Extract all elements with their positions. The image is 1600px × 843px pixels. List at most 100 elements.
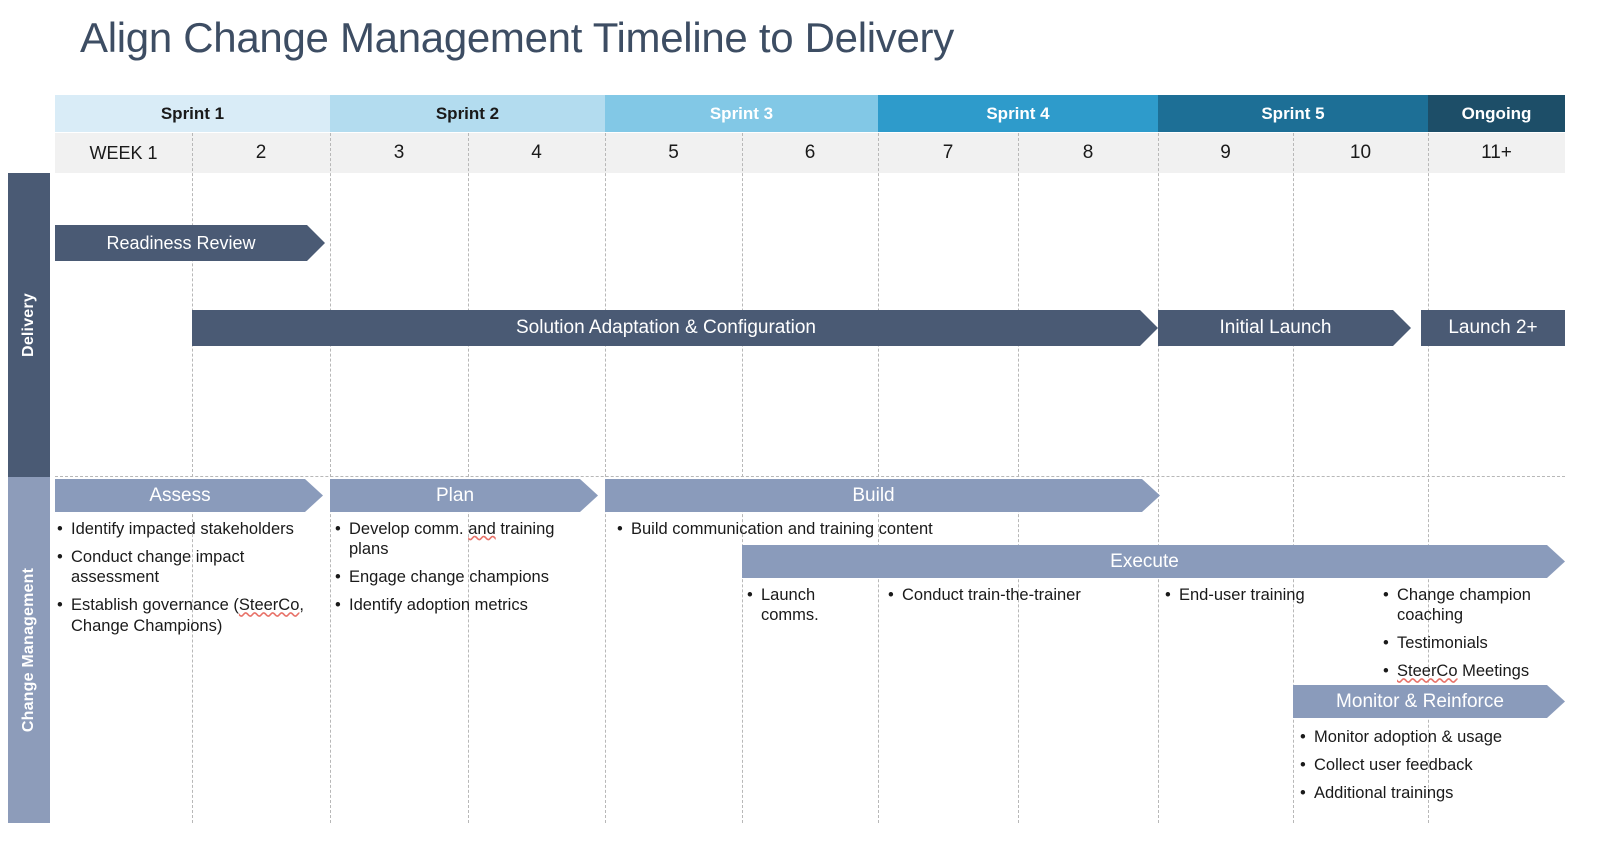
lane-label-delivery: Delivery xyxy=(8,173,50,477)
execute-bullets-trainer: Conduct train-the-trainer xyxy=(888,585,1168,613)
list-item: Additional trainings xyxy=(1300,783,1590,803)
timeline-bar-label: Solution Adaptation & Configuration xyxy=(516,317,816,338)
misspelled-word: SteerCo xyxy=(238,596,300,615)
sprint-header-cell: Ongoing xyxy=(1428,95,1565,132)
build-bullets: Build communication and training content xyxy=(617,519,1162,547)
timeline-bar-label: Monitor & Reinforce xyxy=(1336,690,1504,712)
timeline-bar[interactable]: Readiness Review xyxy=(55,225,325,261)
list-item-text: Establish governance ( xyxy=(71,596,239,615)
list-item: Launch comms. xyxy=(747,585,875,625)
list-item-text: Engage change champions xyxy=(349,568,549,587)
week-header-cell: WEEK 1 xyxy=(89,142,158,163)
lane-label-change-management: Change Management xyxy=(8,477,50,823)
list-item: SteerCo Meetings xyxy=(1383,661,1588,681)
list-item: Identify impacted stakeholders xyxy=(57,519,322,539)
list-item: End-user training xyxy=(1165,585,1415,605)
list-item: Develop comm. and training plans xyxy=(335,519,597,559)
list-item: Establish governance (SteerCo, Change Ch… xyxy=(57,595,322,635)
gridline xyxy=(192,133,193,823)
timeline-bar-label: Launch 2+ xyxy=(1448,317,1538,338)
list-item-text: Meetings xyxy=(1457,662,1530,681)
week-header-cell: 7 xyxy=(942,142,954,163)
week-header-cell: 11+ xyxy=(1481,142,1512,163)
list-item: Change champion coaching xyxy=(1383,585,1588,625)
list-item-text: Monitor adoption & usage xyxy=(1314,728,1503,746)
sprint-header-cell: Sprint 1 xyxy=(55,95,330,132)
timeline-bar-label: Assess xyxy=(149,484,211,506)
list-item-text: training plans xyxy=(349,520,555,559)
execute-bullets-champion: Change champion coachingTestimonialsStee… xyxy=(1383,585,1588,690)
timeline-bar[interactable]: Plan xyxy=(330,479,598,512)
execute-bullets-launch: Launch comms. xyxy=(747,585,875,633)
gridline xyxy=(1018,133,1019,823)
sprint-header-cell: Sprint 3 xyxy=(605,95,878,132)
plan-bullets: Develop comm. and training plansEngage c… xyxy=(335,519,597,624)
timeline-bar-label: Plan xyxy=(435,484,475,506)
list-item: Conduct train-the-trainer xyxy=(888,585,1168,605)
timeline-bar-label: Build xyxy=(852,484,895,506)
list-item-text: Identify impacted stakeholders xyxy=(71,520,294,538)
list-item-text: Launch comms. xyxy=(761,586,819,625)
timeline-bar[interactable]: Monitor & Reinforce xyxy=(1293,685,1565,718)
gridline xyxy=(1293,133,1294,823)
gridline xyxy=(605,133,606,823)
lane-divider xyxy=(55,476,1565,477)
gridline xyxy=(330,133,331,823)
timeline-bar-label: Execute xyxy=(1110,550,1179,572)
list-item-text: Conduct train-the-trainer xyxy=(902,586,1081,604)
week-header-cell: 3 xyxy=(393,142,405,163)
timeline-bar[interactable]: Assess xyxy=(55,479,323,512)
list-item-text: End-user training xyxy=(1179,586,1305,604)
page-title: Align Change Management Timeline to Deli… xyxy=(80,14,954,61)
list-item: Identify adoption metrics xyxy=(335,595,597,615)
week-header-cell: 2 xyxy=(255,142,267,163)
list-item-text: Build communication and training content xyxy=(631,520,933,538)
gridline xyxy=(878,133,879,823)
week-header-cell: 6 xyxy=(804,142,816,163)
timeline-bar[interactable]: Build xyxy=(605,479,1160,512)
gridline xyxy=(1158,133,1159,823)
timeline-bar[interactable]: Launch 2+ xyxy=(1421,310,1565,346)
list-item: Collect user feedback xyxy=(1300,755,1590,775)
list-item: Testimonials xyxy=(1383,633,1588,653)
execute-bullets-enduser: End-user training xyxy=(1165,585,1415,613)
list-item: Build communication and training content xyxy=(617,519,1162,539)
gridline xyxy=(1428,133,1429,823)
list-item-text: Collect user feedback xyxy=(1314,756,1473,775)
gridline xyxy=(468,133,469,823)
sprint-header-cell: Sprint 2 xyxy=(330,95,605,132)
week-header-cell: 4 xyxy=(531,142,542,163)
list-item-text: Change champion coaching xyxy=(1397,586,1531,625)
gridline xyxy=(742,133,743,823)
list-item-text: Additional trainings xyxy=(1314,784,1454,803)
sprint-header-cell: Sprint 5 xyxy=(1158,95,1428,132)
list-item: Engage change champions xyxy=(335,567,597,587)
monitor-bullets: Monitor adoption & usageCollect user fee… xyxy=(1300,727,1590,811)
timeline-bar-label: Readiness Review xyxy=(106,232,256,253)
timeline-bar[interactable]: Execute xyxy=(742,545,1565,578)
list-item-text: Conduct change impact assessment xyxy=(71,548,245,587)
week-header-cell: 5 xyxy=(668,142,679,163)
list-item-text: Testimonials xyxy=(1397,634,1488,653)
timeline-bar[interactable]: Solution Adaptation & Configuration xyxy=(192,310,1158,346)
sprint-header-cell: Sprint 4 xyxy=(878,95,1158,132)
timeline-bar-label: Initial Launch xyxy=(1219,317,1332,338)
timeline-bar[interactable]: Initial Launch xyxy=(1158,310,1411,346)
list-item: Conduct change impact assessment xyxy=(57,547,322,587)
misspelled-word: and xyxy=(468,520,496,538)
week-header-cell: 9 xyxy=(1220,142,1231,163)
misspelled-word: SteerCo xyxy=(1397,662,1458,681)
list-item-text: Identify adoption metrics xyxy=(349,596,528,615)
assess-bullets: Identify impacted stakeholdersConduct ch… xyxy=(57,519,322,644)
list-item-text: , Change Champions) xyxy=(71,596,304,635)
lane-label-change-management-text: Change Management xyxy=(20,567,38,733)
list-item-text: Develop comm. xyxy=(349,520,469,538)
lane-label-delivery-text: Delivery xyxy=(20,293,37,357)
week-header-cell: 8 xyxy=(1082,142,1094,163)
list-item: Monitor adoption & usage xyxy=(1300,727,1590,747)
